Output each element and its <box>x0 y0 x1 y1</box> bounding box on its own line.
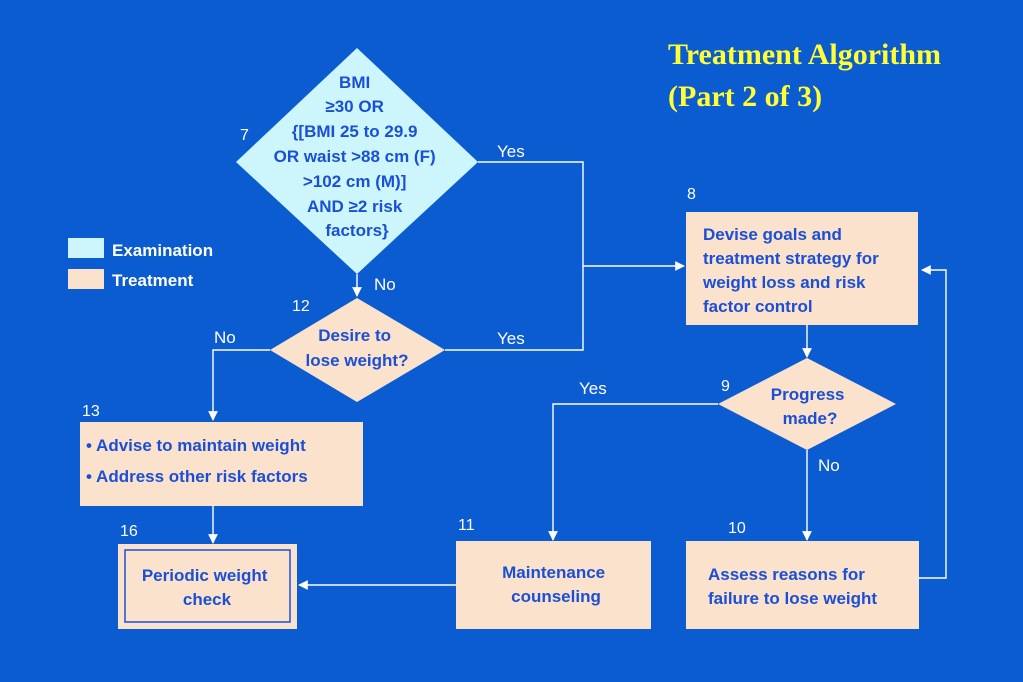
edge-label-7-no: No <box>374 275 396 294</box>
node-11-line: counseling <box>511 587 601 606</box>
node-8-line: factor control <box>703 297 813 316</box>
node-7-number: 7 <box>240 127 249 144</box>
edge-12-yes <box>445 266 584 351</box>
node-8-line: weight loss and risk <box>702 273 866 292</box>
edge-label-9-no: No <box>818 456 840 475</box>
box-devise-goals <box>686 212 918 325</box>
node-13-line: • Address other risk factors <box>86 467 308 486</box>
node-12-number: 12 <box>292 298 310 315</box>
edge-label-7-yes: Yes <box>497 142 525 161</box>
node-16-line: Periodic weight <box>142 566 268 585</box>
edge-label-9-yes: Yes <box>579 379 607 398</box>
node-8-line: Devise goals and <box>703 225 842 244</box>
node-7-line: OR waist >88 cm (F) <box>274 147 436 166</box>
node-11-number: 11 <box>458 517 475 534</box>
node-12-line: lose weight? <box>306 351 409 370</box>
edge-label-12-no: No <box>214 328 236 347</box>
box-periodic-weight-check <box>118 544 297 629</box>
node-8-number: 8 <box>687 186 696 203</box>
box-advise-maintain <box>80 422 363 506</box>
node-10-line: failure to lose weight <box>708 589 877 608</box>
edge-label-12-yes: Yes <box>497 329 525 348</box>
title-line-2: (Part 2 of 3) <box>668 80 822 113</box>
edge-9-yes <box>548 403 718 541</box>
title-line-1: Treatment Algorithm <box>668 38 941 71</box>
box-maintenance-counseling <box>456 541 651 629</box>
box-periodic-weight-check-inner-border <box>124 549 291 623</box>
decision-diamond-desire <box>270 298 445 402</box>
node-13-line: • Advise to maintain weight <box>86 436 306 455</box>
edge-7-yes <box>478 161 584 266</box>
node-16-line: check <box>183 590 232 609</box>
legend-swatch-examination <box>68 238 104 258</box>
node-10-text: Assess reasons for failure to lose weigh… <box>708 565 877 608</box>
node-9-line: made? <box>783 409 838 428</box>
node-9-line: Progress <box>771 385 845 404</box>
node-10-number: 10 <box>728 520 746 537</box>
box-assess-reasons <box>686 541 919 629</box>
legend-label-examination: Examination <box>112 241 213 260</box>
node-12-text: Desire to lose weight? <box>306 326 409 370</box>
node-7-line: {[BMI 25 to 29.9 <box>292 122 418 141</box>
node-7-line: ≥30 OR <box>325 97 383 116</box>
node-11-text: Maintenance counseling <box>502 563 610 606</box>
node-7-line: BMI <box>339 73 370 92</box>
node-10-line: Assess reasons for <box>708 565 865 584</box>
edge-12-no <box>208 349 270 421</box>
node-11-line: Maintenance <box>502 563 605 582</box>
node-7-line: factors} <box>325 221 389 240</box>
node-9-number: 9 <box>721 378 730 395</box>
decision-diamond-progress <box>718 358 896 450</box>
node-13-number: 13 <box>82 403 100 420</box>
node-8-text: Devise goals and treatment strategy for … <box>702 225 883 316</box>
node-12-line: Desire to <box>318 326 391 345</box>
node-7-line: AND ≥2 risk <box>307 197 403 216</box>
decision-diamond-bmi <box>236 48 478 274</box>
node-9-text: Progress made? <box>771 385 849 428</box>
edge-10-8 <box>919 265 947 579</box>
node-16-number: 16 <box>120 523 138 540</box>
node-7-line: >102 cm (M)] <box>303 172 406 191</box>
legend-swatch-treatment <box>68 269 104 289</box>
node-16-text: Periodic weight check <box>142 566 272 609</box>
legend-label-treatment: Treatment <box>112 271 194 290</box>
node-7-text: BMI ≥30 OR {[BMI 25 to 29.9 OR waist >88… <box>274 73 441 240</box>
node-8-line: treatment strategy for <box>703 249 879 268</box>
node-13-text: • Advise to maintain weight • Address ot… <box>86 436 310 486</box>
